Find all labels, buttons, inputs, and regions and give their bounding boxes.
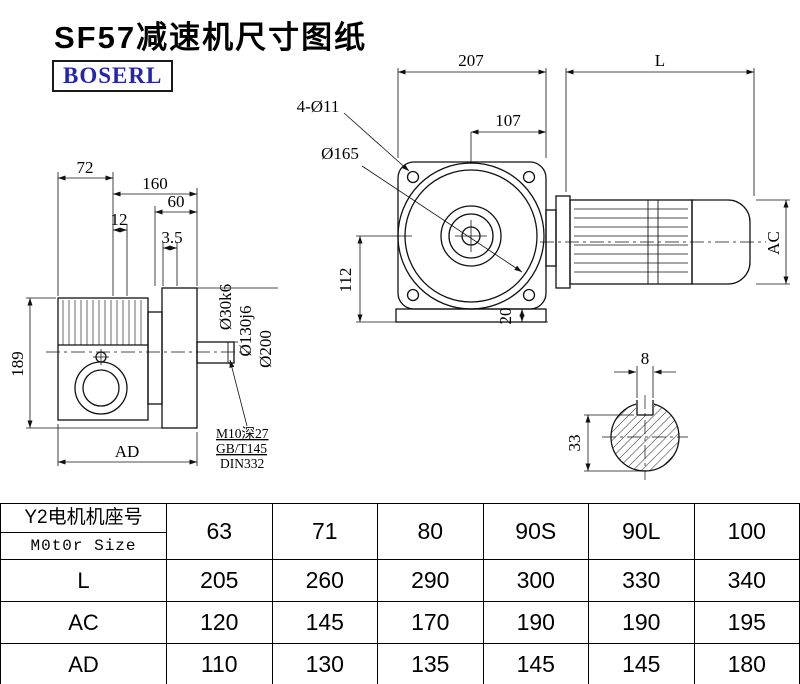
dim-189-label: 189 bbox=[8, 351, 27, 377]
dim-AD-label: AD bbox=[115, 442, 140, 461]
motor-fins bbox=[574, 208, 688, 273]
std-note1-label: GB/T145 bbox=[216, 441, 267, 456]
table-cell: 195 bbox=[693, 601, 800, 644]
motor-size-cell: 90L bbox=[588, 503, 695, 560]
table-cell: 190 bbox=[588, 601, 695, 644]
flange-diameter-label: Ø200 bbox=[256, 330, 275, 368]
dim-20-label: 20 bbox=[496, 308, 515, 325]
shaft-diameter-label: Ø30k6 bbox=[216, 284, 235, 330]
table-cell: 145 bbox=[271, 601, 378, 644]
table-cell: 110 bbox=[166, 643, 273, 684]
table-cell: 145 bbox=[588, 643, 695, 684]
side-view-outline bbox=[57, 287, 235, 429]
dim-72-label: 72 bbox=[77, 158, 94, 177]
table-cell: 145 bbox=[482, 643, 589, 684]
bolt-hole bbox=[406, 170, 420, 184]
shaft-section-outline bbox=[610, 399, 680, 472]
dim-160-label: 160 bbox=[142, 174, 168, 193]
motor-size-header: Y2电机机座号 M0t0r Size bbox=[0, 503, 167, 560]
table-cell: 330 bbox=[588, 559, 695, 602]
table-cell: 130 bbox=[271, 643, 378, 684]
motor-size-cell: 90S bbox=[482, 503, 589, 560]
table-row-AD: AD 110 130 135 145 145 180 bbox=[0, 643, 800, 684]
table-cell: 120 bbox=[166, 601, 273, 644]
motor-size-cell: 100 bbox=[693, 503, 800, 560]
dim-3-5-label: 3.5 bbox=[161, 228, 182, 247]
table-cell: 290 bbox=[377, 559, 484, 602]
table-cell: 170 bbox=[377, 601, 484, 644]
dim-207-label: 207 bbox=[458, 51, 484, 70]
table-cell: 300 bbox=[482, 559, 589, 602]
holes-note-label: 4-Ø11 bbox=[297, 97, 340, 116]
bolt-hole bbox=[406, 288, 420, 302]
brand-logo: BOSERL bbox=[52, 60, 174, 92]
dimension-lines bbox=[26, 68, 790, 472]
brand-text: BOSERL bbox=[63, 63, 163, 88]
std-note2-label: DIN332 bbox=[220, 456, 264, 471]
dim-AC-label: AC bbox=[764, 231, 783, 255]
header-line2: M0t0r Size bbox=[30, 537, 137, 555]
motor-size-cell: 63 bbox=[166, 503, 273, 560]
table-row-L: L 205 260 290 300 330 340 bbox=[0, 559, 800, 602]
page-title: SF57减速机尺寸图纸 bbox=[54, 20, 368, 55]
table-cell: 180 bbox=[693, 643, 800, 684]
tap-note-label: M10深27 bbox=[216, 426, 269, 441]
dim-60-label: 60 bbox=[168, 192, 185, 211]
dim-12-label: 12 bbox=[111, 210, 128, 229]
motor-size-cell: 80 bbox=[377, 503, 484, 560]
row-label-L: L bbox=[0, 559, 167, 602]
bolt-hole bbox=[522, 288, 536, 302]
table-row-AC: AC 120 145 170 190 190 195 bbox=[0, 601, 800, 644]
dimension-labels: 72 160 60 12 3.5 189 AD Ø30k6 Ø130j6 Ø20… bbox=[8, 51, 783, 471]
dim-112-label: 112 bbox=[336, 268, 355, 293]
dim-33-label: 33 bbox=[565, 435, 584, 452]
table-cell: 135 bbox=[377, 643, 484, 684]
dim-8-label: 8 bbox=[641, 349, 650, 368]
fan-cover bbox=[691, 199, 751, 285]
dia-165-label: Ø165 bbox=[321, 144, 359, 163]
table-cell: 190 bbox=[482, 601, 589, 644]
dim-107-label: 107 bbox=[495, 111, 521, 130]
header-line1: Y2电机机座号 bbox=[1, 504, 166, 533]
table-cell: 340 bbox=[693, 559, 800, 602]
table-cell: 260 bbox=[271, 559, 378, 602]
row-label-AD: AD bbox=[0, 643, 167, 684]
table-header-row: Y2电机机座号 M0t0r Size 63 71 80 90S 90L 100 bbox=[0, 503, 800, 560]
table-cell: 205 bbox=[166, 559, 273, 602]
bolt-hole bbox=[522, 170, 536, 184]
row-label-AC: AC bbox=[0, 601, 167, 644]
spigot-diameter-label: Ø130j6 bbox=[236, 306, 255, 357]
dimension-table: Y2电机机座号 M0t0r Size 63 71 80 90S 90L 100 … bbox=[0, 503, 800, 684]
technical-drawing: 72 160 60 12 3.5 189 AD Ø30k6 Ø130j6 Ø20… bbox=[8, 51, 790, 480]
dim-L-label: L bbox=[655, 51, 665, 70]
motor-size-cell: 71 bbox=[271, 503, 378, 560]
